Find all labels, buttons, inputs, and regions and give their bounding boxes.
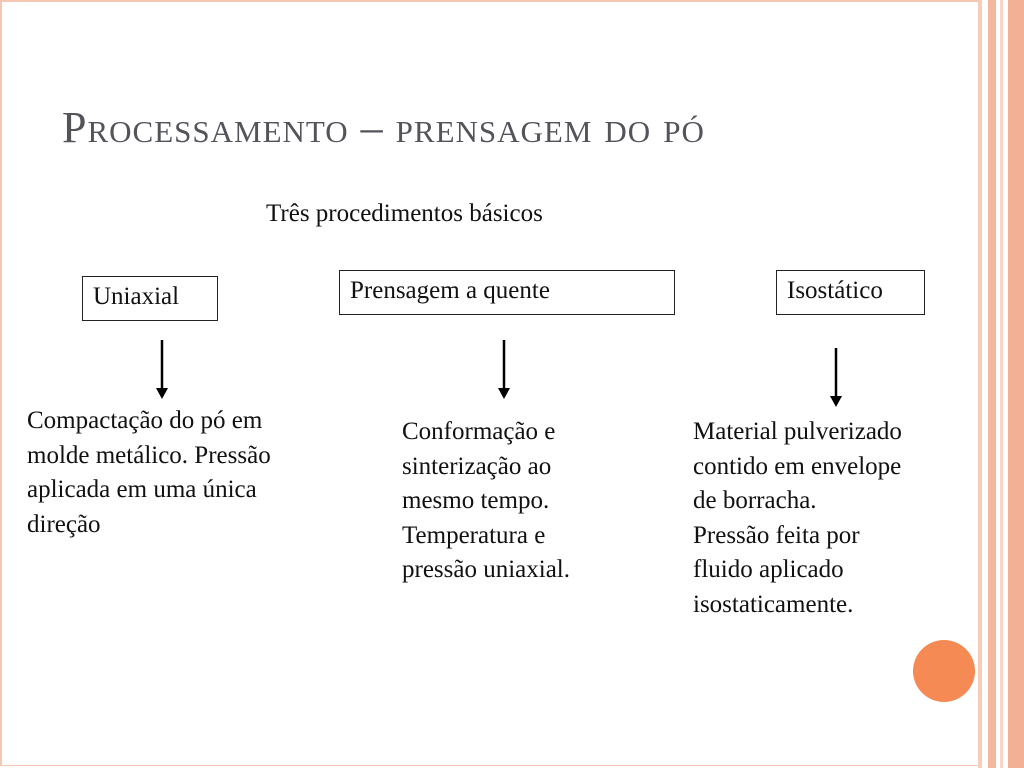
- slide-title: Processamento – prensagem do pó: [62, 103, 705, 152]
- description-line: Compactação do pó em: [27, 407, 263, 434]
- description-uniaxial: Compactação do pó em molde metálico. Pre…: [27, 404, 357, 542]
- description-line: mesmo tempo.: [402, 487, 550, 514]
- description-line: Conformação e: [402, 418, 556, 445]
- description-line: pressão uniaxial.: [402, 556, 571, 583]
- description-line: contido em envelope: [693, 452, 902, 480]
- description-line: de borracha.: [693, 487, 817, 514]
- box-isostatico: Isostático: [776, 270, 925, 315]
- decorative-stripe: [978, 0, 982, 768]
- decorative-stripe: [1000, 0, 1003, 768]
- diagram-subtitle: Três procedimentos básicos: [266, 200, 543, 227]
- description-line: isostaticamente.: [693, 590, 854, 618]
- description-line: Pressão feita por: [693, 521, 860, 549]
- decorative-stripe: [1008, 0, 1024, 768]
- description-line: aplicada em uma única: [27, 476, 257, 503]
- description-line: Material pulverizado: [693, 418, 902, 445]
- decorative-stripe: [988, 0, 996, 768]
- description-line: fluido aplicado: [693, 556, 844, 583]
- description-line: Temperatura e: [402, 521, 546, 549]
- description-line: direção: [27, 510, 101, 538]
- description-isostatico: Material pulverizado contido em envelope…: [693, 415, 978, 622]
- description-prensagem-a-quente: Conformação e sinterização ao mesmo temp…: [402, 415, 642, 588]
- slide-frame: [0, 0, 978, 766]
- box-uniaxial: Uniaxial: [82, 276, 218, 321]
- description-line: sinterização ao: [402, 452, 552, 480]
- decorative-circle: [913, 640, 975, 702]
- box-prensagem-a-quente: Prensagem a quente: [339, 270, 675, 315]
- description-line: molde metálico. Pressão: [27, 441, 271, 469]
